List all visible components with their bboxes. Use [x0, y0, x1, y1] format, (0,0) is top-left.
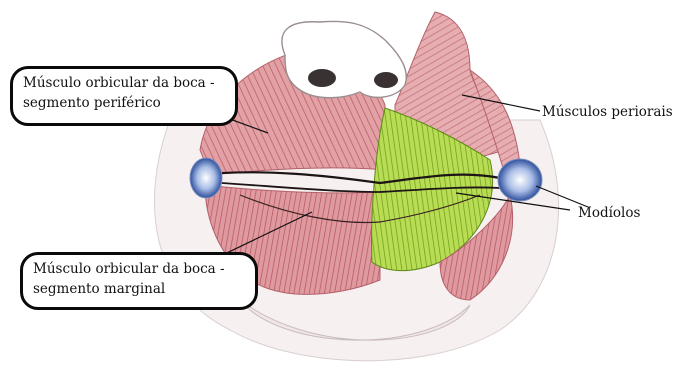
modiolus-right — [498, 159, 542, 201]
label-peripheral-line1: Músculo orbicular da boca - — [23, 73, 225, 93]
left-nostril — [308, 69, 336, 87]
label-marginal-line2: segmento marginal — [33, 279, 245, 299]
label-perioral-muscles: Músculos periorais — [542, 104, 673, 120]
label-marginal-segment: Músculo orbicular da boca - segmento mar… — [20, 252, 258, 310]
label-marginal-line1: Músculo orbicular da boca - — [33, 259, 245, 279]
label-peripheral-line2: segmento periférico — [23, 93, 225, 113]
label-peripheral-segment: Músculo orbicular da boca - segmento per… — [10, 66, 238, 126]
right-nostril — [374, 72, 398, 88]
label-modiolus: Modíolos — [578, 205, 640, 221]
modiolus-left — [190, 158, 222, 198]
